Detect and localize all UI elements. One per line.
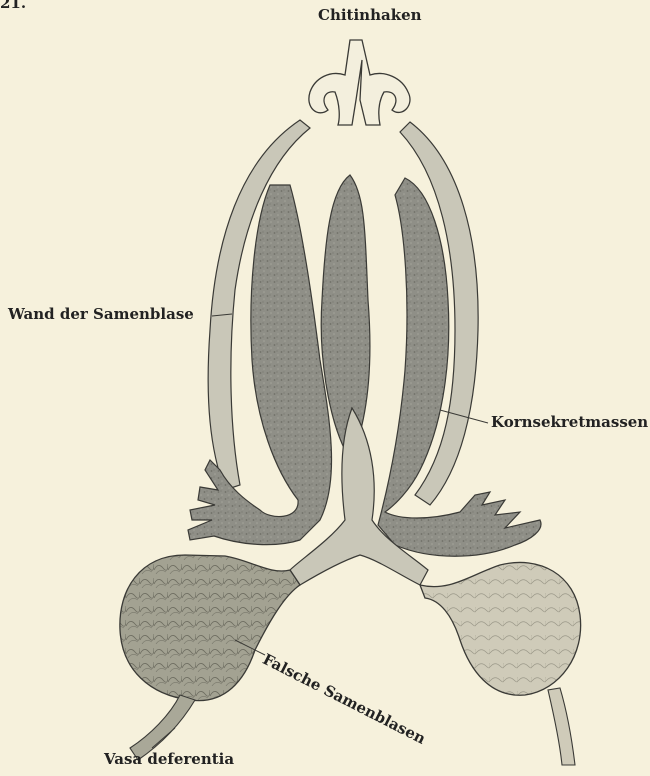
figure-number: 21. <box>0 0 26 12</box>
label-kornsekretmassen: Kornsekretmassen <box>491 413 648 431</box>
chitin-hooks <box>309 40 410 125</box>
label-chitinhaken: Chitinhaken <box>318 6 422 24</box>
false-vesicle-right <box>420 562 581 695</box>
vas-right <box>548 688 575 765</box>
false-vesicle-left <box>120 555 300 701</box>
secretion-center <box>321 175 370 450</box>
label-wand-der-samenblase: Wand der Samenblase <box>8 305 194 323</box>
label-vasa-deferentia: Vasa deferentia <box>104 750 234 768</box>
